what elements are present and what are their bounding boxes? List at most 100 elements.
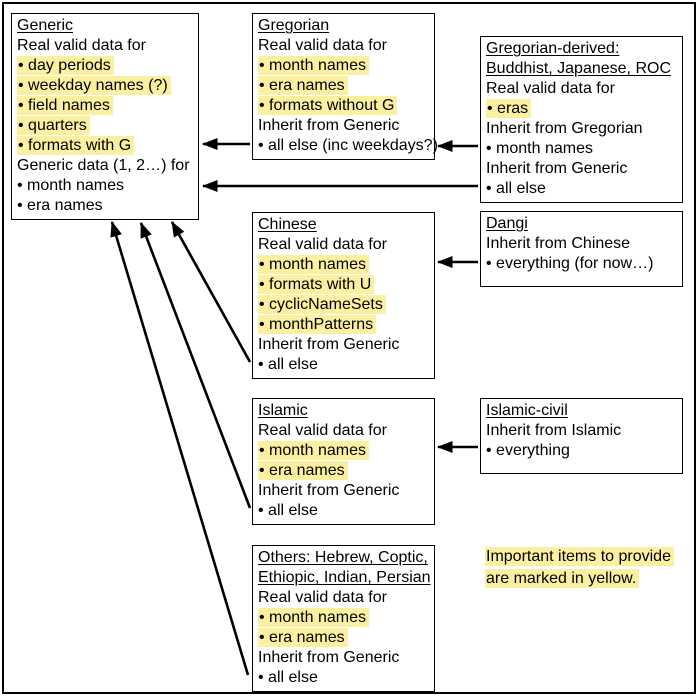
box-text: Real valid data for	[17, 37, 146, 54]
box-line: Real valid data for	[258, 588, 429, 608]
box-line: Real valid data for	[258, 421, 429, 441]
box-others: Others: Hebrew, Coptic, Ethiopic, Indian,…	[252, 545, 435, 692]
box-line: • formats with G	[17, 136, 193, 156]
box-line: • month names	[258, 441, 429, 461]
box-line: • era names	[258, 76, 429, 96]
box-title: Ethiopic, Indian, Persian	[258, 569, 431, 586]
box-line: Inherit from Generic	[258, 335, 429, 355]
box-line: Islamic-civil	[486, 401, 677, 421]
box-text: • all else	[258, 502, 318, 519]
box-title: Generic	[17, 17, 74, 34]
box-line: • field names	[17, 96, 193, 116]
box-title: Buddhist, Japanese, ROC	[486, 60, 671, 77]
box-text: • all else	[258, 669, 318, 686]
box-line: Islamic	[258, 401, 429, 421]
box-line: • all else (inc weekdays?)	[258, 136, 438, 156]
box-text: Inherit from Chinese	[486, 235, 631, 252]
box-line: • all else	[258, 668, 429, 688]
box-line: • month names	[486, 139, 677, 159]
box-text: • formats with G	[17, 136, 135, 155]
box-line: • month names	[258, 608, 429, 628]
box-text: • monthPatterns	[258, 315, 377, 334]
box-line: • all else	[486, 179, 677, 199]
box-text: Inherit from Islamic	[486, 422, 622, 439]
box-text: Inherit from Generic	[258, 649, 400, 666]
box-line: Inherit from Generic	[258, 116, 429, 136]
box-text: Generic data (1, 2…) for	[17, 157, 190, 174]
box-line: • eras	[486, 99, 677, 119]
box-line: Gregorian	[258, 16, 429, 36]
box-title: Islamic	[258, 402, 308, 419]
box-text: • field names	[17, 96, 113, 115]
box-line: • quarters	[17, 116, 193, 136]
box-text: • quarters	[17, 116, 90, 135]
box-line: Real valid data for	[486, 79, 677, 99]
box-text: • era names	[258, 628, 348, 647]
box-text: • all else	[486, 180, 546, 197]
box-text: • month names	[17, 177, 124, 194]
box-line: • cyclicNameSets	[258, 295, 429, 315]
box-text: are marked in yellow.	[485, 569, 640, 588]
box-line: Inherit from Islamic	[486, 421, 677, 441]
box-line: Generic	[17, 16, 193, 36]
box-text: Real valid data for	[258, 589, 387, 606]
box-text: • era names	[258, 461, 348, 480]
box-line: Inherit from Chinese	[486, 234, 677, 254]
box-text: Inherit from Generic	[258, 117, 400, 134]
box-line: • formats without G	[258, 96, 429, 116]
box-text: • everything (for now…)	[486, 255, 654, 272]
box-line: Real valid data for	[258, 36, 429, 56]
box-text: • cyclicNameSets	[258, 295, 386, 314]
box-line: • month names	[258, 56, 429, 76]
box-text: • all else (inc weekdays?)	[258, 137, 438, 154]
box-line: • month names	[258, 255, 429, 275]
box-line: Chinese	[258, 215, 429, 235]
box-line: Inherit from Generic	[486, 159, 677, 179]
box-text: • weekday names (?)	[17, 76, 171, 95]
box-text: • month names	[258, 441, 369, 460]
box-text: Real valid data for	[258, 37, 387, 54]
box-title: Islamic-civil	[486, 402, 568, 419]
box-line: Dangi	[486, 214, 677, 234]
box-line: Buddhist, Japanese, ROC	[486, 59, 677, 79]
box-line: • era names	[17, 196, 193, 216]
box-text: • month names	[258, 56, 369, 75]
box-line: • month names	[17, 176, 193, 196]
box-title: Chinese	[258, 216, 317, 233]
box-title: Gregorian-derived:	[486, 40, 620, 57]
box-text: Real valid data for	[486, 80, 615, 97]
box-line: Inherit from Generic	[258, 481, 429, 501]
box-line: • era names	[258, 461, 429, 481]
box-text: • day periods	[17, 56, 114, 75]
box-line: Real valid data for	[258, 235, 429, 255]
legend-note: Important items to provide are marked in …	[480, 544, 694, 593]
box-title: Dangi	[486, 215, 528, 232]
box-line: • everything (for now…)	[486, 254, 677, 274]
box-title: Others: Hebrew, Coptic,	[258, 549, 428, 566]
box-text: • all else	[258, 356, 318, 373]
box-line: • weekday names (?)	[17, 76, 193, 96]
box-line: • era names	[258, 628, 429, 648]
box-line: Ethiopic, Indian, Persian	[258, 568, 431, 588]
box-line: Important items to provide	[485, 546, 689, 568]
box-line: Generic data (1, 2…) for	[17, 156, 193, 176]
box-text: Important items to provide	[485, 547, 674, 566]
box-text: • month names	[258, 608, 369, 627]
box-text: Real valid data for	[258, 236, 387, 253]
box-text: • eras	[486, 99, 532, 118]
box-text: Inherit from Generic	[486, 160, 628, 177]
box-line: • monthPatterns	[258, 315, 429, 335]
box-line: Inherit from Gregorian	[486, 119, 677, 139]
box-title: Gregorian	[258, 17, 330, 34]
box-line: are marked in yellow.	[485, 568, 689, 590]
box-text: • formats without G	[258, 96, 398, 115]
box-line: Real valid data for	[17, 36, 193, 56]
